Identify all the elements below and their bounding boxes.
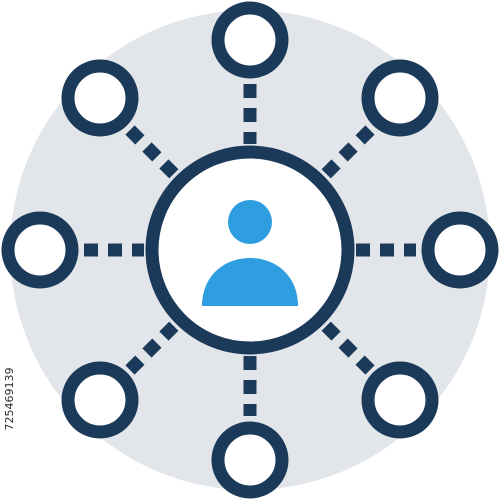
connector-top-left	[125, 125, 179, 179]
user-body	[202, 258, 298, 306]
node-top	[211, 1, 289, 79]
connector-bottom-right	[321, 321, 375, 375]
center-hub	[145, 145, 355, 355]
node-top-left	[61, 59, 139, 137]
stock-id-label: 725469139	[3, 367, 16, 431]
user-head	[228, 200, 272, 244]
node-bottom-right	[361, 361, 439, 439]
node-right	[421, 211, 499, 289]
connectors	[84, 84, 416, 416]
user-icon	[202, 200, 298, 306]
node-bottom	[211, 421, 289, 499]
node-left	[1, 211, 79, 289]
node-bottom-left	[61, 361, 139, 439]
connector-top-right	[321, 125, 375, 179]
node-top-right	[361, 59, 439, 137]
connector-bottom-left	[125, 321, 179, 375]
